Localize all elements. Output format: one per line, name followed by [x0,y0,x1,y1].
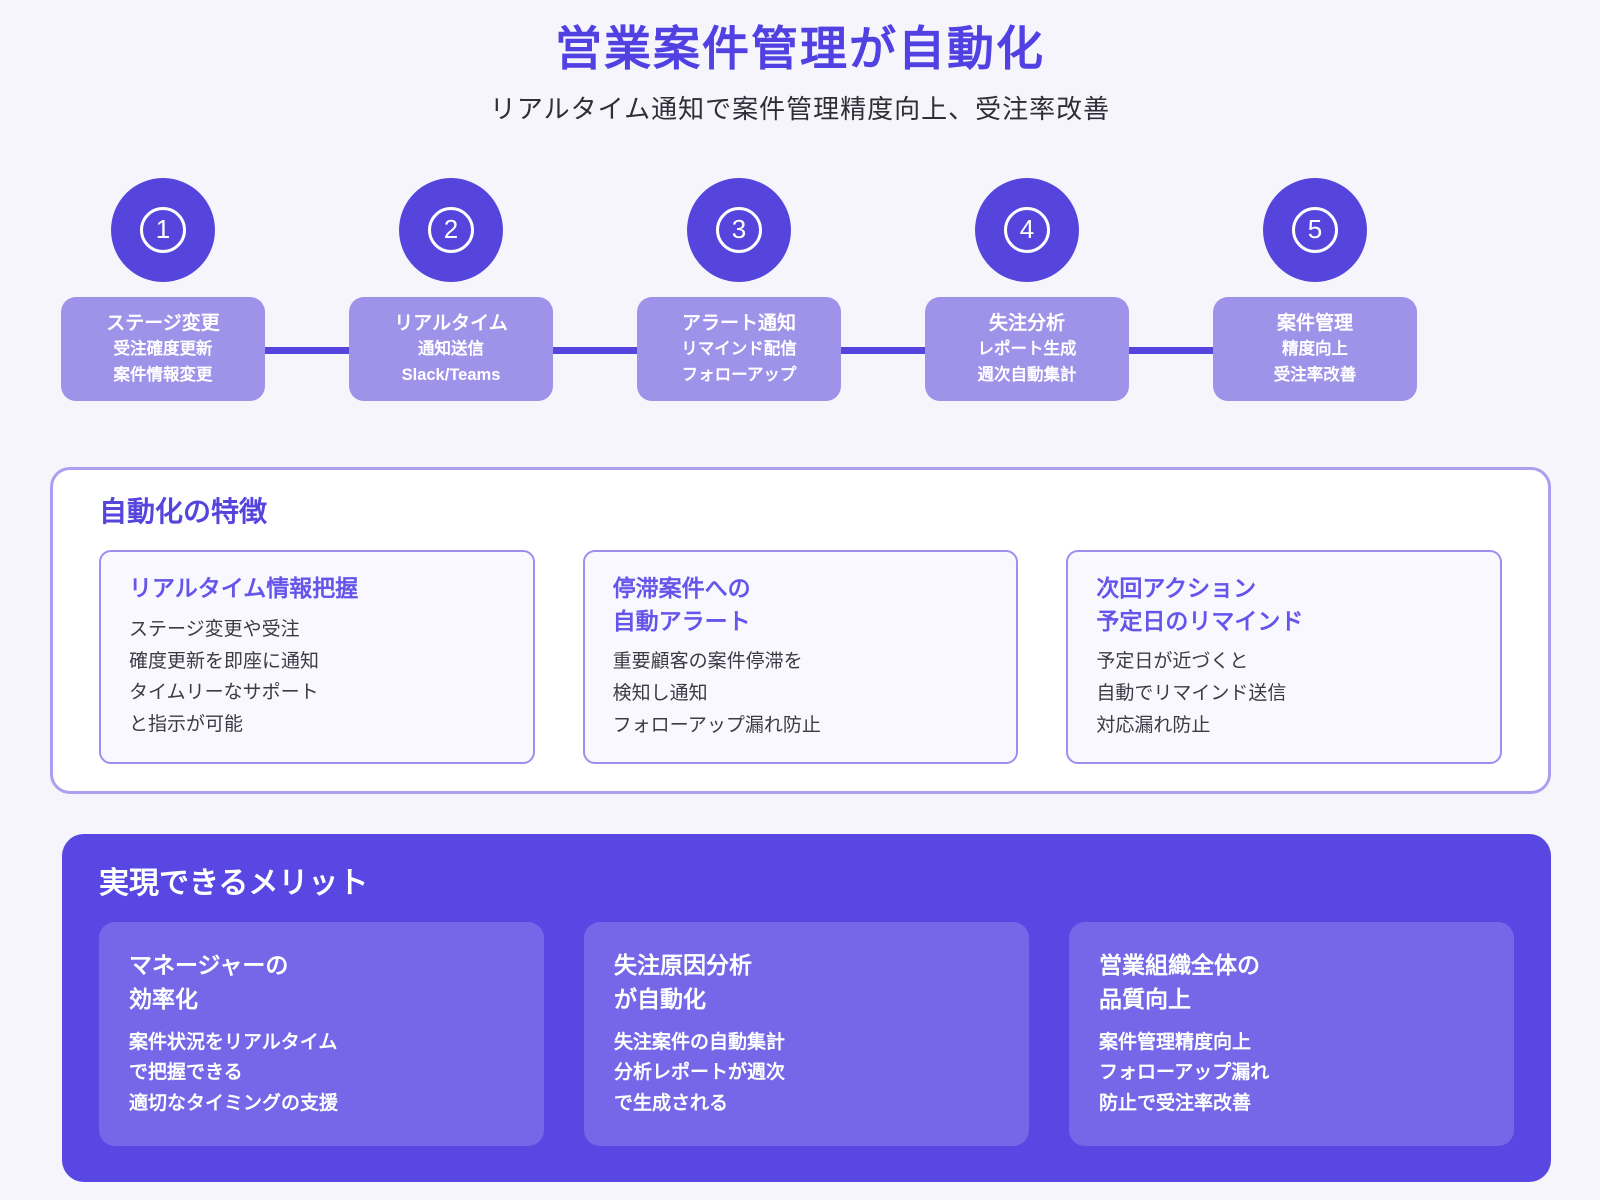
feature-body-line: 予定日が近づくと [1096,650,1249,672]
timeline-step-1: 1 ステージ変更 受注確度更新 案件情報変更 [61,177,265,402]
step-2-circle: 2 [399,177,503,282]
features-section: 自動化の特徴 リアルタイム情報把握 ステージ変更や受注 確度更新を即座に通知 タ… [50,467,1551,794]
page-title: 営業案件管理が自動化 [555,22,1045,75]
merit-card-title: マネージャーの 効率化 [129,948,514,1017]
step-1-circle: 1 [111,177,215,282]
process-timeline: 1 ステージ変更 受注確度更新 案件情報変更 2 リアルタイム 通知送信 Sla… [61,177,1417,402]
merit-body-line: で生成される [614,1093,729,1115]
step-2-number-badge: 2 [428,206,474,253]
step-4-line-1: 失注分析 [988,312,1065,334]
feature-card-body: ステージ変更や受注 確度更新を即座に通知 タイムリーなサポート と指示が可能 [129,614,505,742]
feature-title-line: 次回アクション [1096,575,1257,602]
feature-body-line: と指示が可能 [129,714,244,736]
page-subtitle: リアルタイム通知で案件管理精度向上、受注率改善 [489,93,1111,124]
merit-card-loss-analysis: 失注原因分析 が自動化 失注案件の自動集計 分析レポートが週次 で生成される [584,921,1029,1146]
step-4-circle: 4 [975,177,1079,282]
feature-body-line: 対応漏れ防止 [1096,714,1211,736]
merit-card-body: 失注案件の自動集計 分析レポートが週次 で生成される [614,1028,999,1120]
step-3-number-badge: 3 [716,206,762,253]
feature-body-line: ステージ変更や受注 [129,618,300,640]
merit-body-line: フォローアップ漏れ [1099,1062,1270,1084]
step-5-line-3: 受注率改善 [1273,365,1357,384]
timeline-step-5: 5 案件管理 精度向上 受注率改善 [1213,177,1417,402]
page-header: 営業案件管理が自動化 リアルタイム通知で案件管理精度向上、受注率改善 [0,0,1600,126]
step-5-box: 案件管理 精度向上 受注率改善 [1213,296,1417,402]
step-3-line-2: リマインド配信 [681,340,797,359]
step-3-line-1: アラート通知 [681,312,796,334]
step-2-box: リアルタイム 通知送信 Slack/Teams [349,296,553,402]
feature-title-line: 予定日のリマインド [1096,607,1304,634]
step-1-line-3: 案件情報変更 [113,365,213,384]
merit-body-line: 案件状況をリアルタイム [129,1031,338,1053]
feature-card-body: 予定日が近づくと 自動でリマインド送信 対応漏れ防止 [1096,646,1472,742]
feature-title-line: 自動アラート [612,607,751,634]
step-3-box: アラート通知 リマインド配信 フォローアップ [637,296,841,402]
timeline-step-4: 4 失注分析 レポート生成 週次自動集計 [925,177,1129,402]
feature-title-line: 停滞案件への [612,575,751,602]
feature-body-line: 自動でリマインド送信 [1096,682,1287,704]
feature-card-next-action-reminder: 次回アクション 予定日のリマインド 予定日が近づくと 自動でリマインド送信 対応… [1066,550,1502,764]
merit-body-line: 案件管理精度向上 [1099,1031,1252,1053]
step-1-line-1: ステージ変更 [106,312,220,334]
feature-body-line: 重要顧客の案件停滞を [612,650,803,672]
step-2-line-3: Slack/Teams [401,365,501,384]
timeline-steps: 1 ステージ変更 受注確度更新 案件情報変更 2 リアルタイム 通知送信 Sla… [61,177,1417,402]
step-1-number-badge: 1 [140,206,186,253]
step-5-circle: 5 [1263,177,1367,282]
step-3-circle: 3 [687,177,791,282]
feature-card-realtime: リアルタイム情報把握 ステージ変更や受注 確度更新を即座に通知 タイムリーなサポ… [99,550,535,764]
merit-body-line: 適切なタイミングの支援 [129,1093,339,1115]
step-4-line-3: 週次自動集計 [977,365,1077,384]
feature-card-body: 重要顧客の案件停滞を 検知し通知 フォローアップ漏れ防止 [613,646,989,742]
features-cards: リアルタイム情報把握 ステージ変更や受注 確度更新を即座に通知 タイムリーなサポ… [99,550,1502,764]
merit-title-line: 品質向上 [1099,986,1191,1013]
merit-card-org-quality: 営業組織全体の 品質向上 案件管理精度向上 フォローアップ漏れ 防止で受注率改善 [1069,921,1514,1146]
feature-card-title: リアルタイム情報把握 [129,572,505,604]
merit-card-body: 案件管理精度向上 フォローアップ漏れ 防止で受注率改善 [1099,1028,1484,1120]
merit-body-line: 失注案件の自動集計 [614,1031,786,1053]
merit-card-title: 営業組織全体の 品質向上 [1099,948,1484,1017]
merit-body-line: 分析レポートが週次 [614,1062,786,1084]
feature-card-title: 停滞案件への 自動アラート [613,572,989,636]
feature-title-line: リアルタイム情報把握 [129,575,359,602]
features-heading: 自動化の特徴 [99,496,268,528]
feature-body-line: タイムリーなサポート [129,682,319,704]
step-5-number-badge: 5 [1292,206,1338,253]
step-4-box: 失注分析 レポート生成 週次自動集計 [925,296,1129,402]
step-5-line-1: 案件管理 [1276,312,1353,334]
merit-card-body: 案件状況をリアルタイム で把握できる 適切なタイミングの支援 [129,1028,514,1120]
merits-section: 実現できるメリット マネージャーの 効率化 案件状況をリアルタイム で把握できる… [62,833,1551,1182]
feature-card-title: 次回アクション 予定日のリマインド [1096,572,1472,636]
timeline-step-2: 2 リアルタイム 通知送信 Slack/Teams [349,177,553,402]
step-2-line-2: 通知送信 [418,340,484,359]
step-4-line-2: レポート生成 [977,340,1077,359]
step-1-line-2: 受注確度更新 [113,340,213,359]
step-5-line-2: 精度向上 [1282,340,1348,359]
merit-title-line: 営業組織全体の [1099,951,1260,978]
step-2-line-1: リアルタイム [394,312,508,334]
merits-heading: 実現できるメリット [99,866,369,900]
step-4-number-badge: 4 [1004,206,1050,253]
step-3-line-3: フォローアップ [681,365,797,384]
merit-title-line: が自動化 [614,986,706,1013]
timeline-step-3: 3 アラート通知 リマインド配信 フォローアップ [637,177,841,402]
merit-card-title: 失注原因分析 が自動化 [614,948,999,1017]
feature-card-stalled-alert: 停滞案件への 自動アラート 重要顧客の案件停滞を 検知し通知 フォローアップ漏れ… [582,550,1019,764]
merits-cards: マネージャーの 効率化 案件状況をリアルタイム で把握できる 適切なタイミングの… [99,921,1514,1146]
merit-body-line: で把握できる [129,1062,243,1084]
merit-card-manager-efficiency: マネージャーの 効率化 案件状況をリアルタイム で把握できる 適切なタイミングの… [99,921,544,1146]
merit-title-line: マネージャーの [129,951,289,978]
merit-title-line: 失注原因分析 [614,951,752,978]
feature-body-line: フォローアップ漏れ防止 [612,714,821,736]
merit-body-line: 防止で受注率改善 [1099,1093,1252,1115]
feature-body-line: 確度更新を即座に通知 [129,650,320,672]
merit-title-line: 効率化 [129,986,198,1013]
feature-body-line: 検知し通知 [612,682,708,704]
step-1-box: ステージ変更 受注確度更新 案件情報変更 [61,296,265,402]
